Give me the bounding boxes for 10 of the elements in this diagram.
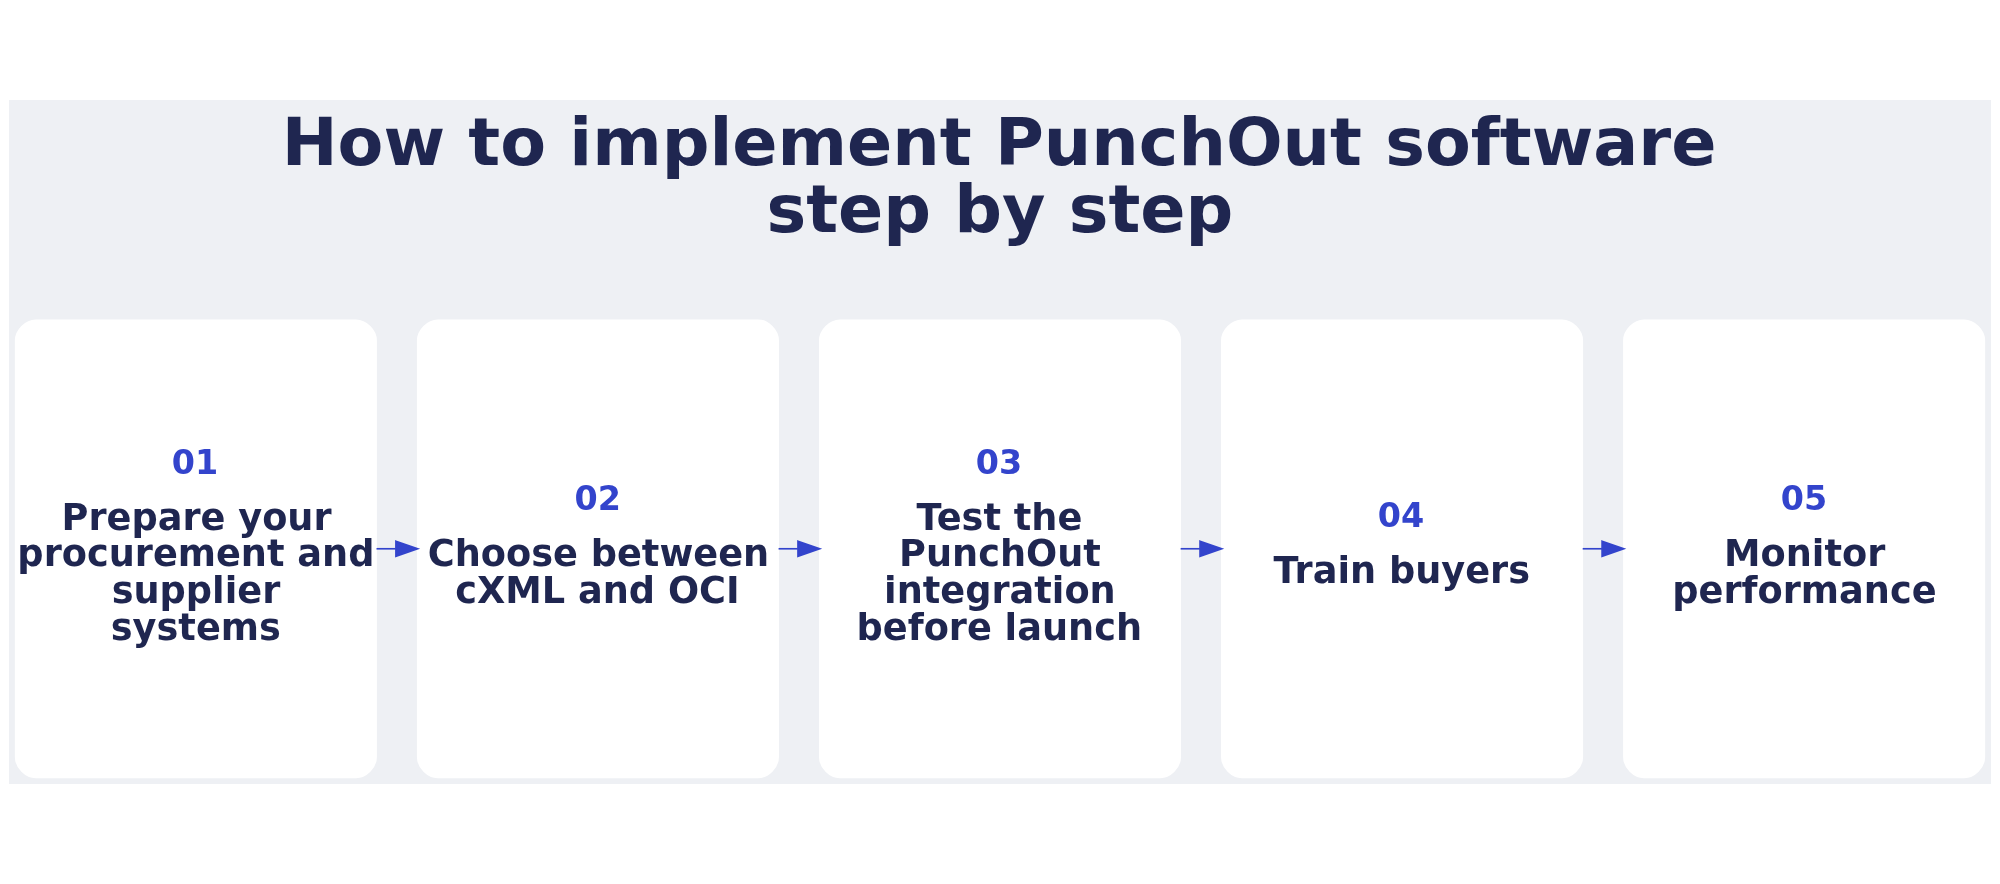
node-box: 04 Train buyers (1221, 319, 1584, 779)
node-box: 05 Monitor performance (1623, 319, 1986, 779)
arrow (777, 540, 823, 558)
diagram-title: How to implement PunchOut software step by step (281, 103, 1717, 248)
arrow (1179, 540, 1225, 558)
node-box: 01 Prepare your procurement and supplier systems (14, 319, 377, 779)
node-box: 02 Choose between cXML and OCI (416, 319, 779, 779)
arrow (375, 540, 421, 558)
node-box: 03 Test the PunchOut integration before launch (819, 319, 1181, 779)
arrow (1581, 540, 1627, 558)
